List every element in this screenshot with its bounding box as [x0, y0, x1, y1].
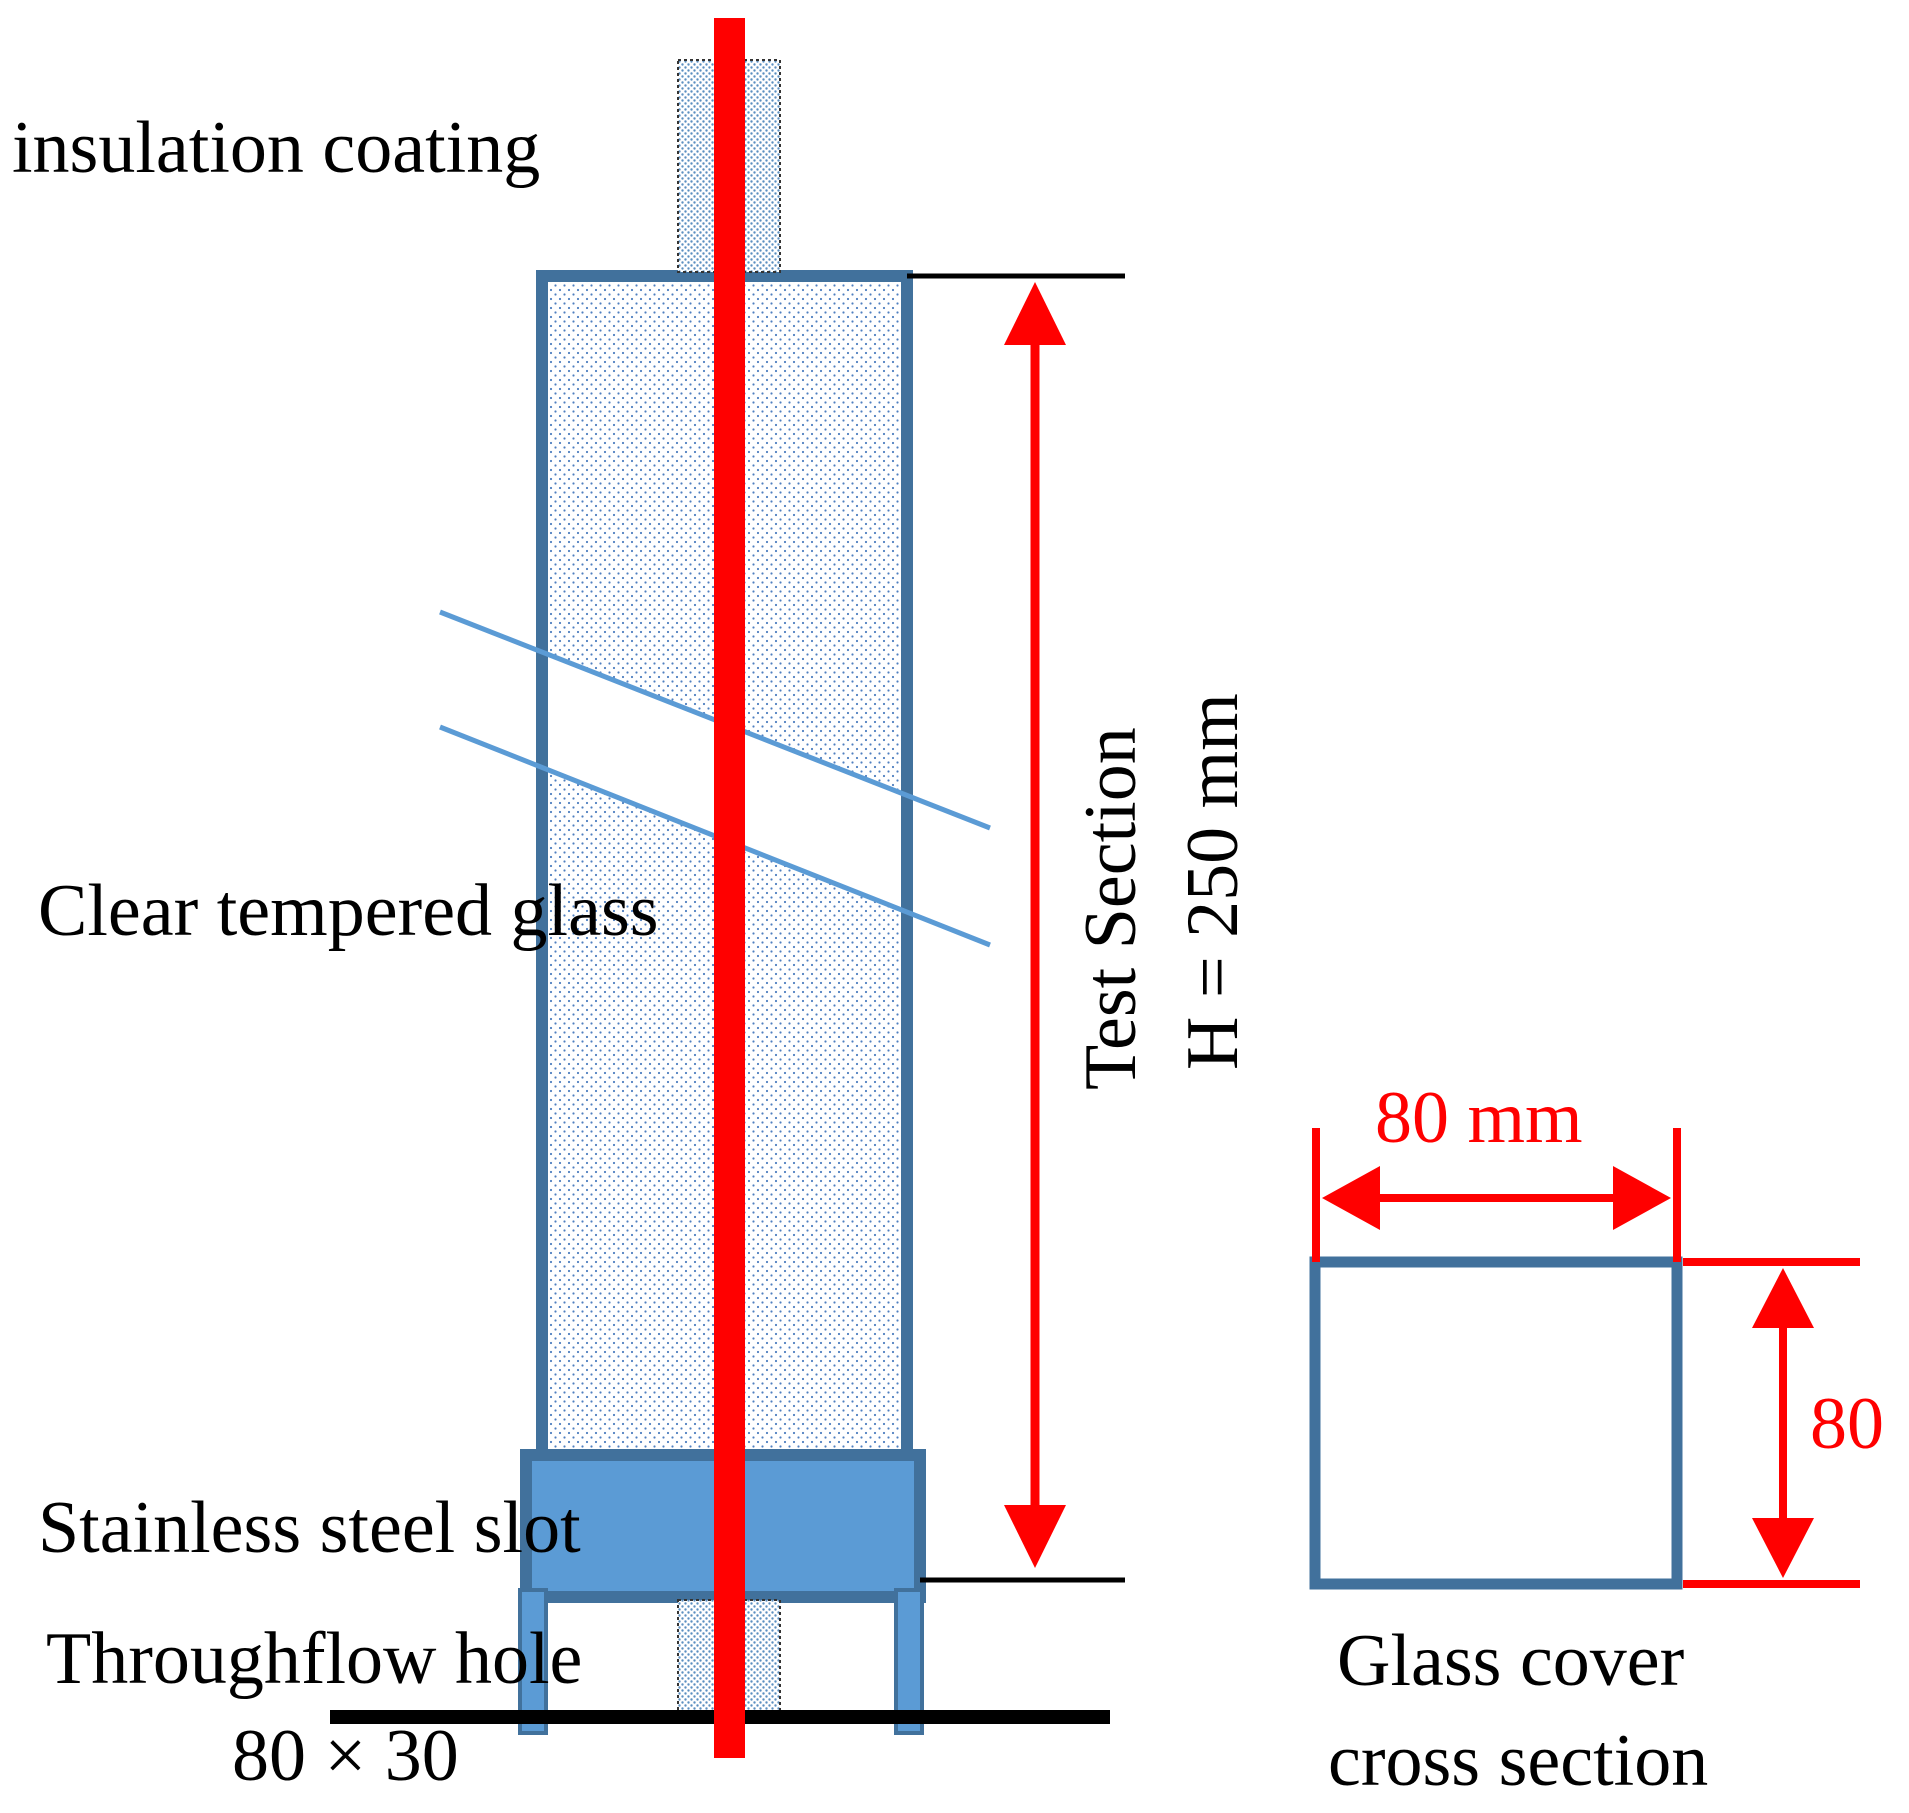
label-throughflow-hole: Throughflow hole	[46, 1618, 582, 1700]
slot-leg-left	[518, 1588, 548, 1735]
label-height: H = 250 mm	[1172, 693, 1254, 1070]
label-cross-section-line1: Glass cover	[1337, 1620, 1684, 1702]
label-cross-section-line2: cross section	[1328, 1720, 1708, 1802]
width-arrow-left	[1322, 1166, 1380, 1230]
heater-rod	[714, 18, 745, 1758]
depth-arrow-top	[1752, 1268, 1814, 1328]
label-depth-dimension: 80	[1810, 1383, 1884, 1465]
width-arrow-right	[1613, 1166, 1671, 1230]
height-arrow-bottom	[1004, 1505, 1066, 1568]
slot-leg-right	[894, 1588, 924, 1735]
label-throughflow-hole-size: 80 × 30	[232, 1715, 459, 1797]
label-insulation-coating: insulation coating	[12, 107, 540, 189]
label-test-section: Test Section	[1070, 727, 1152, 1090]
depth-arrow-bottom	[1752, 1518, 1814, 1578]
height-arrow-top	[1004, 282, 1066, 345]
label-clear-tempered-glass: Clear tempered glass	[38, 870, 659, 952]
label-width-dimension: 80 mm	[1375, 1077, 1583, 1159]
cross-section-square	[1309, 1256, 1683, 1590]
label-stainless-steel-slot: Stainless steel slot	[38, 1487, 581, 1569]
